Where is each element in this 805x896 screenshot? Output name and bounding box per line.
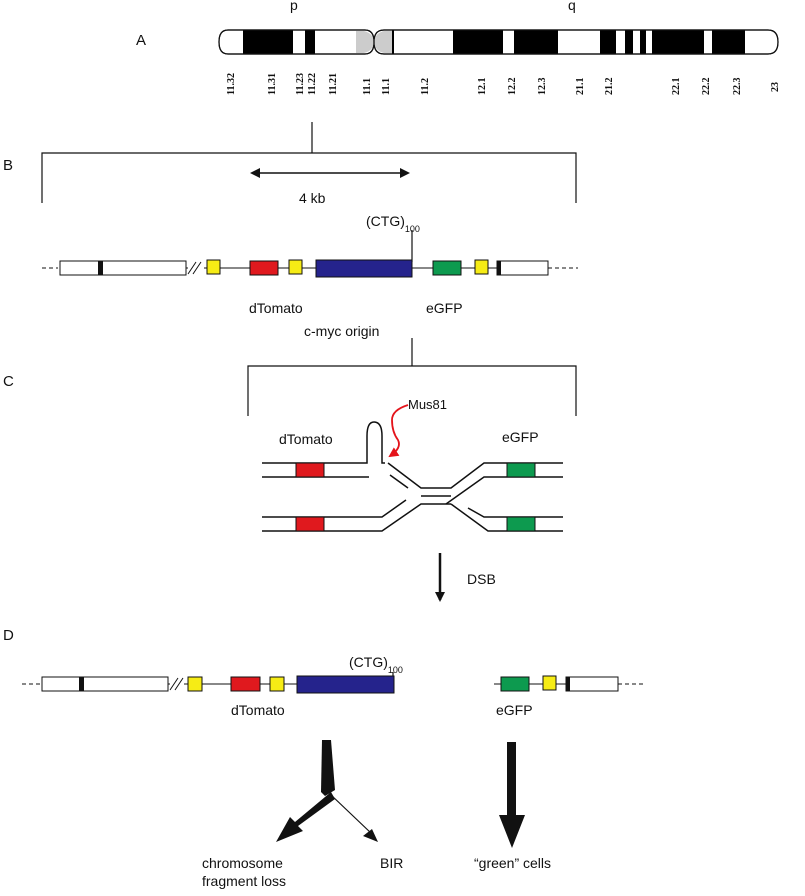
yellow-element [269, 676, 285, 692]
chromosome-ideogram [218, 29, 779, 55]
band-label: 23 [770, 82, 781, 92]
panel-label-d: D [3, 627, 14, 644]
mus81-label: Mus81 [408, 397, 447, 412]
band-label: 11.31 [267, 73, 278, 95]
dtomato-box-top [295, 462, 325, 478]
loss-label-line2: fragment loss [202, 873, 286, 889]
ctg-repeat-label: (CTG)100 [366, 213, 420, 234]
egfp-box-bottom [506, 516, 536, 532]
band-label: 22.2 [701, 78, 712, 96]
construct-map [42, 259, 578, 278]
dtomato-label-d: dTomato [231, 702, 285, 718]
scale-label: 4 kb [299, 190, 326, 206]
dsb-label: DSB [467, 571, 496, 587]
dtomato-box-d [230, 676, 261, 692]
band-dark [625, 30, 633, 54]
egfp-box [432, 260, 462, 276]
panel-label-b: B [3, 157, 13, 174]
yellow-element [288, 259, 303, 275]
band-label: 11.1 [381, 78, 392, 95]
band-label: 11.32 [226, 73, 237, 95]
panel-label-c: C [3, 373, 14, 390]
panel-label-a: A [136, 32, 146, 49]
yellow-element [206, 259, 221, 275]
band-label: 11.2 [420, 78, 431, 95]
outcome-arrows [276, 740, 525, 848]
band-label: 11.22 [307, 73, 318, 95]
mus81-arrow [388, 404, 409, 458]
centromere-p [356, 31, 374, 53]
flank-left-d [41, 676, 169, 692]
band-label: 12.3 [537, 78, 548, 96]
band-label: 21.2 [604, 78, 615, 96]
bir-arrow [329, 793, 373, 835]
band-dark [712, 30, 745, 54]
yellow-element [542, 675, 557, 691]
break-mark [187, 261, 197, 275]
flank-marker [497, 261, 501, 275]
band-label: 11.21 [328, 73, 339, 95]
band-dark [600, 30, 616, 54]
bir-label: BIR [380, 855, 403, 871]
p-arm-label: p [290, 0, 298, 13]
band-dark [640, 30, 646, 54]
break-mark-d [169, 677, 179, 691]
yellow-element [474, 259, 489, 275]
dtomato-box-bottom [295, 516, 325, 532]
band-dark [305, 30, 315, 54]
band-dark [392, 30, 394, 54]
band-dark [652, 30, 704, 54]
band-label: 12.1 [477, 78, 488, 96]
egfp-box-d [500, 676, 530, 692]
band-dark [243, 30, 293, 54]
band-label: 22.3 [732, 78, 743, 96]
ctg-repeat-label-d: (CTG)100 [349, 654, 403, 675]
band-label: 12.2 [507, 78, 518, 96]
zoom-bracket-b [41, 122, 577, 203]
flank-right-d [565, 676, 619, 692]
green-cells-label: “green” cells [474, 855, 551, 871]
flank-left [59, 260, 187, 276]
band-label: 11.23 [295, 73, 306, 95]
band-label: 22.1 [671, 78, 682, 96]
yellow-element [187, 676, 203, 692]
broken-right-fragment [494, 675, 644, 692]
p-arm [218, 29, 375, 55]
centromere-q [374, 31, 392, 53]
dtomato-label-b: dTomato [249, 300, 303, 316]
band-labels: 11.32 11.31 11.23 11.22 11.21 11.1 11.1 … [226, 73, 781, 95]
egfp-label-b: eGFP [426, 300, 463, 316]
band-label: 11.1 [362, 78, 373, 95]
egfp-box-top [506, 462, 536, 478]
ctg-repeat-block [315, 259, 413, 278]
zoom-bracket-c [247, 338, 577, 416]
dtomato-box [249, 260, 279, 276]
ctg-repeat-block-d [296, 675, 395, 694]
loss-label-line1: chromosome [202, 855, 283, 871]
q-arm-label: q [568, 0, 576, 13]
origin-label: c-myc origin [304, 323, 379, 339]
loss-arrow [276, 792, 335, 842]
arrow-stem-left [321, 740, 335, 796]
band-dark [514, 30, 558, 54]
flank-right [496, 260, 549, 276]
band-label: 21.1 [575, 78, 586, 96]
egfp-label-d: eGFP [496, 702, 533, 718]
egfp-label-c: eGFP [502, 429, 539, 445]
band-dark [453, 30, 503, 54]
broken-left-fragment [22, 675, 395, 694]
green-arrow [499, 742, 525, 848]
dtomato-label-c: dTomato [279, 431, 333, 447]
flank-marker [98, 261, 103, 275]
